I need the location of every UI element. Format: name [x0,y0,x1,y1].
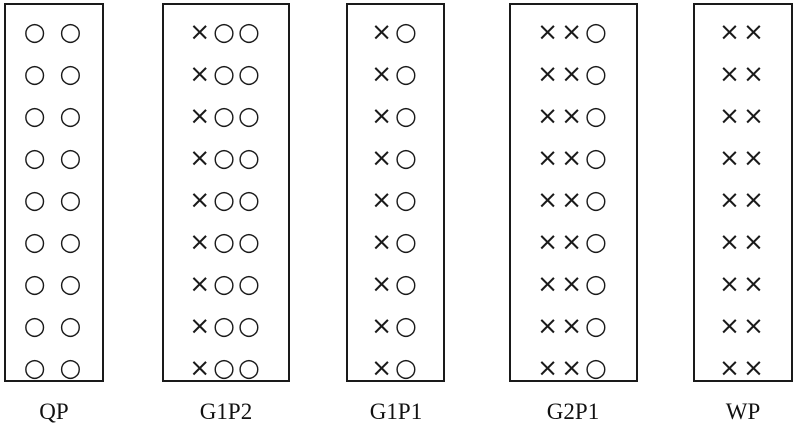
symbol-row: ×○ [371,17,420,46]
symbol-row: ×○ [371,185,420,214]
symbol-row: ×○ [371,101,420,130]
symbol-row: ×○○ [189,143,263,172]
symbol-row: ×○○ [189,269,263,298]
symbol-row: ×○○ [189,185,263,214]
symbol-row: ×× [719,185,767,214]
symbol-row: ×○ [371,143,420,172]
symbol-row: ○ ○ [23,227,85,256]
symbol-row: ○ ○ [23,17,85,46]
panel-qp: ○ ○ ○ ○ ○ ○ ○ ○ ○ ○ ○ ○ ○ ○ ○ ○ ○ ○ [4,3,104,382]
panel-label-wp: WP [725,399,761,424]
symbol-row: ×○ [371,227,420,256]
symbol-row: ××○ [537,269,610,298]
panel-label-g1p1: G1P1 [369,399,423,424]
symbol-row: ×× [719,101,767,130]
symbol-row: ××○ [537,353,610,382]
symbol-row: ××○ [537,59,610,88]
symbol-row: ○ ○ [23,143,85,172]
symbol-row: ××○ [537,143,610,172]
symbol-row: ×○ [371,269,420,298]
symbol-row: ×× [719,227,767,256]
symbol-row: ×○ [371,311,420,340]
panel-g2p1: ××○ ××○ ××○ ××○ ××○ ××○ ××○ ××○ ××○ [509,3,638,382]
symbol-row: ○ ○ [23,311,85,340]
symbol-row: ○ ○ [23,59,85,88]
symbol-row: ××○ [537,227,610,256]
symbol-row: ×× [719,17,767,46]
symbol-row: ×○○ [189,59,263,88]
symbol-row: ×× [719,311,767,340]
symbol-row: ×○○ [189,17,263,46]
symbol-row: ×○○ [189,353,263,382]
symbol-row: ○ ○ [23,353,85,382]
panel-label-g2p1: G2P1 [546,399,600,424]
symbol-row: ○ ○ [23,269,85,298]
panel-label-qp: QP [39,399,69,424]
panel-wp: ×× ×× ×× ×× ×× ×× ×× ×× ×× [693,3,793,382]
symbol-row: ×○○ [189,227,263,256]
panel-label-g1p2: G1P2 [199,399,253,424]
symbol-row: ○ ○ [23,101,85,130]
panel-g1p1: ×○ ×○ ×○ ×○ ×○ ×○ ×○ ×○ ×○ [346,3,445,382]
symbol-row: ×○○ [189,311,263,340]
symbol-row: ×× [719,59,767,88]
symbol-row: ×○ [371,59,420,88]
symbol-row: ××○ [537,17,610,46]
symbol-row: ××○ [537,185,610,214]
symbol-row: ×○ [371,353,420,382]
symbol-row: ○ ○ [23,185,85,214]
symbol-row: ×× [719,143,767,172]
symbol-row: ××○ [537,311,610,340]
symbol-row: ×○○ [189,101,263,130]
symbol-row: ×× [719,269,767,298]
symbol-row: ××○ [537,101,610,130]
panel-g1p2: ×○○ ×○○ ×○○ ×○○ ×○○ ×○○ ×○○ ×○○ ×○○ [162,3,290,382]
symbol-row: ×× [719,353,767,382]
